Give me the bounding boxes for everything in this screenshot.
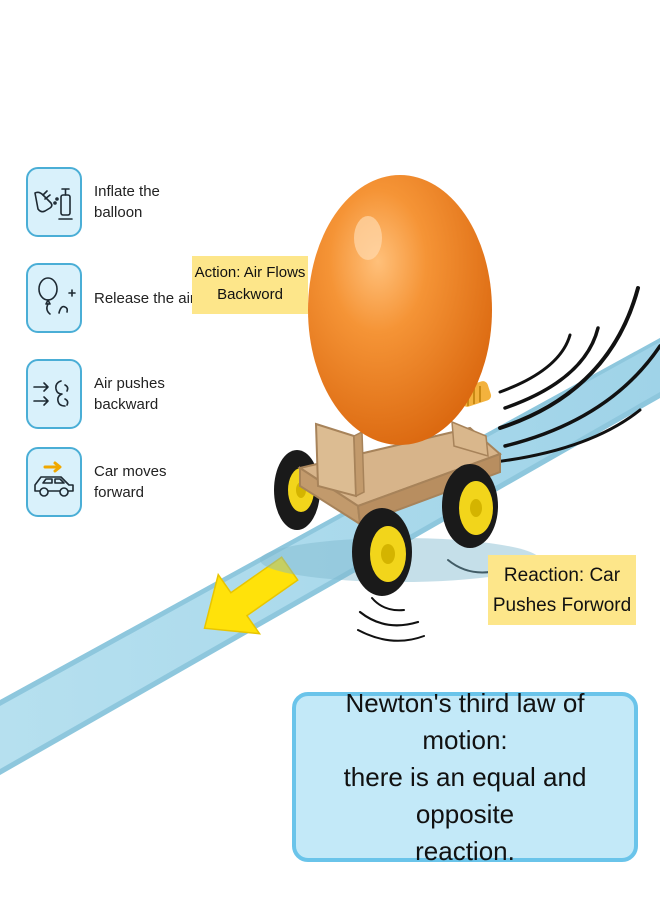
reaction-callout: Reaction: Car Pushes Forword <box>488 555 636 625</box>
step-car-moves: Car moves forward <box>26 444 226 520</box>
hand-pump-icon <box>26 167 82 237</box>
wheel-front-right <box>442 464 498 548</box>
wooden-car-body <box>297 420 502 526</box>
step-inflate: Inflate the balloon <box>26 164 226 240</box>
balloon <box>308 175 492 445</box>
newton-law-box: Newton's third law of motion: there is a… <box>292 688 638 866</box>
step-label: Release the air <box>94 289 195 307</box>
balloon-release-icon <box>26 263 82 333</box>
step-label: Inflate the balloon <box>94 183 160 221</box>
air-arrows-icon <box>26 359 82 429</box>
action-callout: Action: Air Flows Backword <box>192 256 308 314</box>
step-label: Air pushes backward <box>94 375 165 413</box>
motion-lines <box>493 286 660 464</box>
car-arrow-icon <box>26 447 82 517</box>
step-air-pushes: Air pushes backward <box>26 356 226 432</box>
newton-law-text: Newton's third law of motion: there is a… <box>343 687 587 866</box>
step-release: Release the air <box>26 260 226 336</box>
direction-arrow-icon <box>203 556 299 635</box>
step-label: Car moves forward <box>94 463 167 501</box>
wheel-front-left <box>352 508 412 596</box>
